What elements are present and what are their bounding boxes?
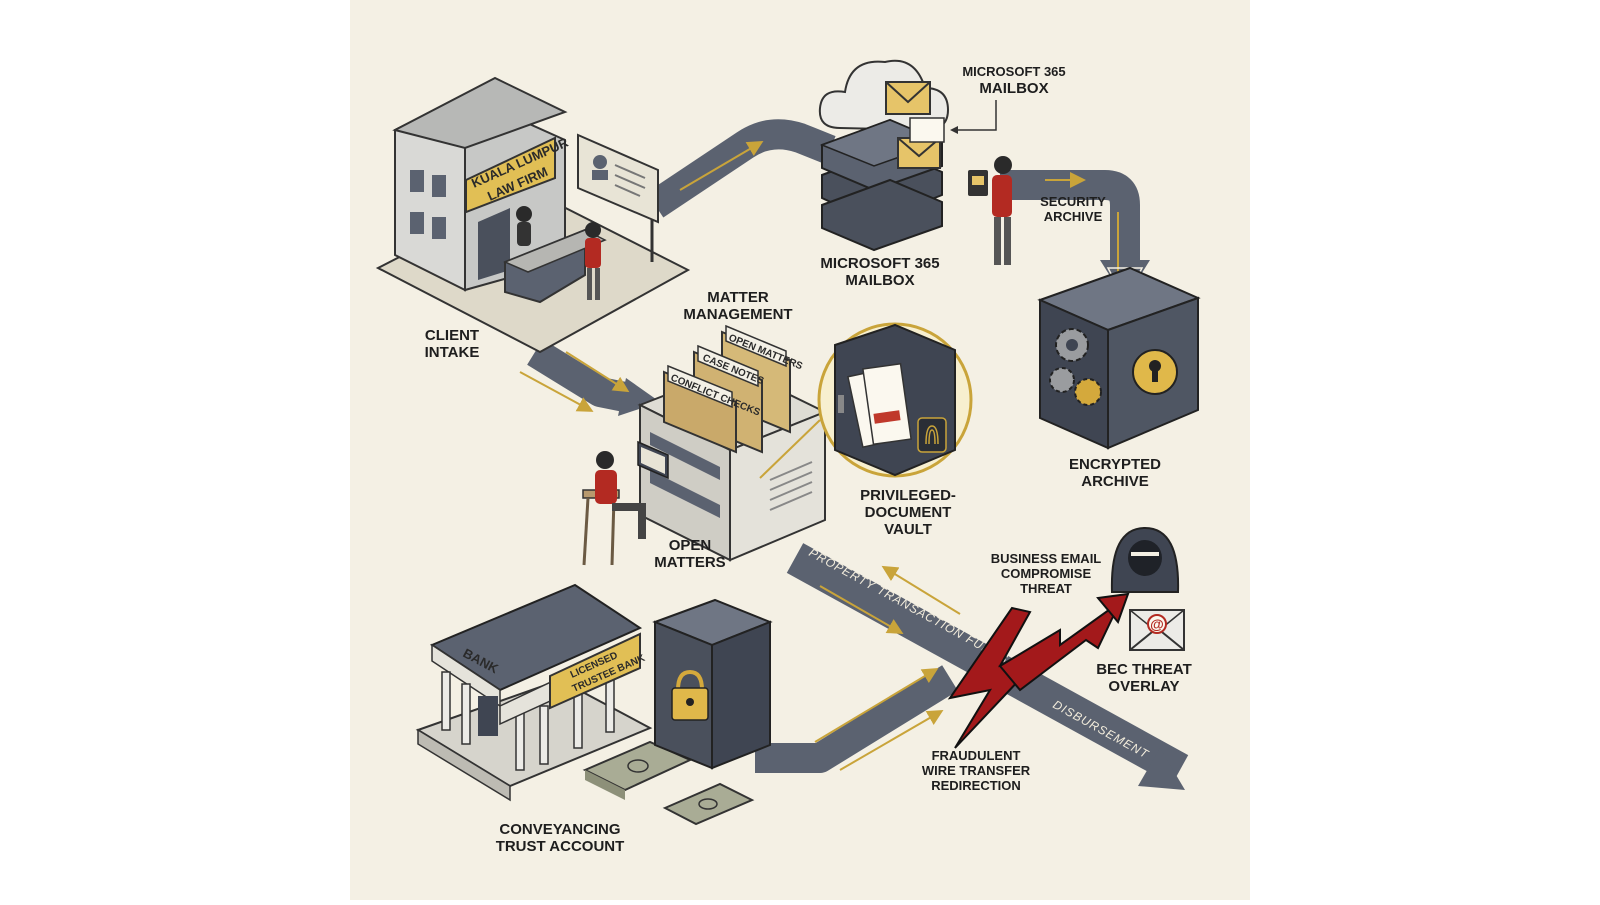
svg-text:CLIENT: CLIENT: [425, 327, 479, 344]
fraudulent-wire-label: FRAUDULENT WIRE TRANSFER REDIRECTION: [922, 748, 1031, 793]
svg-text:DOCUMENT: DOCUMENT: [865, 504, 952, 521]
trust-account-safe: [652, 598, 773, 770]
security-archive-label: SECURITY ARCHIVE: [1040, 194, 1106, 224]
receptionist-person: [516, 206, 532, 246]
svg-text:ENCRYPTED: ENCRYPTED: [1069, 456, 1161, 473]
svg-text:INTAKE: INTAKE: [425, 344, 480, 361]
bec-threat-label: BUSINESS EMAIL COMPROMISE THREAT: [991, 551, 1102, 596]
svg-text:MANAGEMENT: MANAGEMENT: [683, 306, 792, 323]
svg-text:@: @: [1150, 616, 1164, 632]
svg-text:CONVEYANCING: CONVEYANCING: [499, 821, 620, 838]
svg-text:WIRE TRANSFER: WIRE TRANSFER: [922, 763, 1031, 778]
flow-path-intake-to-matters: [519, 339, 660, 416]
law-firm-building: KUALA LUMPUR LAW FIRM: [375, 76, 691, 354]
svg-text:REDIRECTION: REDIRECTION: [931, 778, 1021, 793]
encrypted-archive-label: ENCRYPTED ARCHIVE: [1069, 456, 1161, 490]
encrypted-archive-safe: [1037, 266, 1201, 450]
at-email-icon: @: [1129, 609, 1185, 651]
svg-text:PRIVILEGED-: PRIVILEGED-: [860, 487, 956, 504]
svg-text:OPEN: OPEN: [669, 537, 712, 554]
open-matters-person: [582, 440, 669, 566]
flow-path-trust-account: [755, 665, 958, 773]
svg-text:BEC THREAT: BEC THREAT: [1096, 661, 1192, 678]
svg-text:VAULT: VAULT: [884, 521, 932, 538]
open-matters-label: OPEN MATTERS: [654, 537, 725, 571]
ms365-mid-label: MICROSOFT 365 MAILBOX: [820, 255, 939, 289]
client-intake-label: CLIENT INTAKE: [425, 327, 480, 361]
gear-icon: [1049, 328, 1102, 406]
client-person: [585, 222, 601, 300]
svg-text:MATTER: MATTER: [707, 289, 769, 306]
security-archive-person: [968, 156, 1012, 265]
svg-text:ARCHIVE: ARCHIVE: [1044, 209, 1103, 224]
svg-text:TRUST ACCOUNT: TRUST ACCOUNT: [496, 838, 625, 855]
svg-text:SECURITY: SECURITY: [1040, 194, 1106, 209]
flow-path-intake-to-mailbox: [646, 119, 836, 218]
svg-text:MICROSOFT 365: MICROSOFT 365: [962, 64, 1065, 79]
keyhole-lock-icon: [1132, 349, 1178, 395]
svg-text:MAILBOX: MAILBOX: [845, 272, 914, 289]
svg-text:MICROSOFT 365: MICROSOFT 365: [820, 255, 939, 272]
svg-text:OVERLAY: OVERLAY: [1108, 678, 1179, 695]
matter-folders: OPEN MATTERS CASE NOTES CONFLICT CHECKS: [663, 324, 804, 454]
money-icon: [582, 740, 755, 826]
matter-management-label: MATTER MANAGEMENT: [683, 289, 792, 323]
fingerprint-icon: [917, 417, 947, 453]
padlock-icon: [671, 669, 709, 721]
ms365-top-label: MICROSOFT 365 MAILBOX: [950, 64, 1066, 134]
lightning-bolt-icon: [947, 592, 1130, 749]
bank-building: BANK LICENSED TRUSTEE BANK: [415, 583, 653, 802]
svg-text:MAILBOX: MAILBOX: [979, 80, 1048, 97]
client-profile-screen: [577, 133, 659, 262]
confidential-stamp: [873, 410, 901, 424]
profile-avatar-icon: [593, 155, 607, 169]
reception-desk: [503, 228, 607, 304]
privileged-document-vault: [759, 322, 973, 479]
trust-account-label: CONVEYANCING TRUST ACCOUNT: [496, 821, 625, 855]
svg-text:ARCHIVE: ARCHIVE: [1081, 473, 1149, 490]
svg-text:MATTERS: MATTERS: [654, 554, 725, 571]
svg-text:COMPROMISE: COMPROMISE: [1001, 566, 1092, 581]
svg-text:THREAT: THREAT: [1020, 581, 1072, 596]
privileged-vault-label: PRIVILEGED- DOCUMENT VAULT: [860, 487, 956, 538]
bec-overlay-label: BEC THREAT OVERLAY: [1096, 661, 1192, 695]
svg-text:BUSINESS EMAIL: BUSINESS EMAIL: [991, 551, 1102, 566]
svg-text:FRAUDULENT: FRAUDULENT: [932, 748, 1021, 763]
hacker-icon: [1110, 526, 1180, 593]
envelope-icon: [885, 81, 945, 169]
